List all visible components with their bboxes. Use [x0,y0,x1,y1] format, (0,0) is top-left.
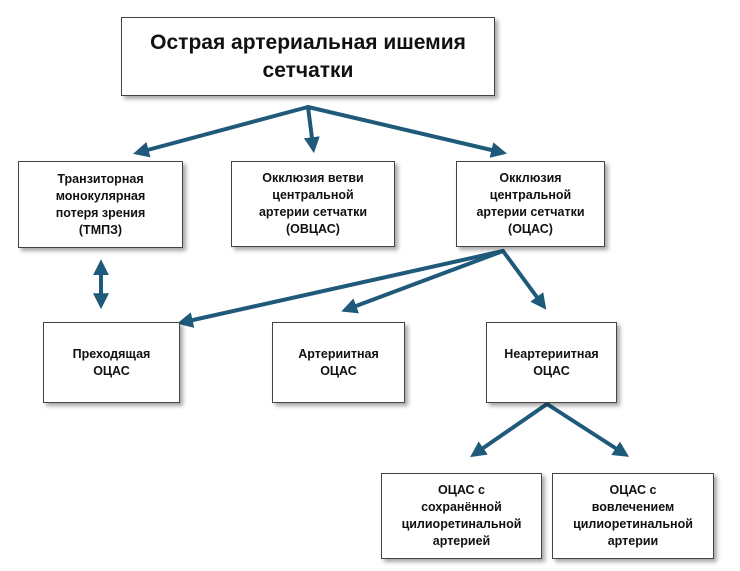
node-arteritic-ocas-label: Артериитная ОЦАС [298,346,379,378]
node-nonarteritic-ocas: Неартериитная ОЦАС [486,322,617,403]
node-ovcas-label: Окклюзия ветви центральной артерии сетча… [258,171,368,236]
arrow-root-to-tmpz [133,105,310,158]
arrow-ocas-to-nonarteritic [501,249,547,310]
node-involved-cilioretinal-label: ОЦАС с вовлечением цилиоретинальной арте… [573,483,693,548]
node-tmpz-label: Транзиторная монокулярная потеря зрения … [55,171,146,237]
arrow-root-to-ocas [306,105,508,158]
node-spared-cilioretinal: ОЦАС с сохранённой цилиоретинальной арте… [381,473,542,559]
node-ocas: Окклюзия центральной артерии сетчатки (О… [456,161,605,247]
node-nonarteritic-ocas-label: Неартериитная ОЦАС [504,346,599,378]
node-transient-ocas-label: Преходящая ОЦАС [72,346,151,378]
root-label: Острая артериальная ишемия сетчатки [150,30,466,82]
arrow-ocas-to-transient [176,249,505,328]
node-spared-cilioretinal-label: ОЦАС с сохранённой цилиоретинальной арте… [401,483,522,548]
node-ovcas: Окклюзия ветви центральной артерии сетча… [231,161,395,247]
node-involved-cilioretinal: ОЦАС с вовлечением цилиоретинальной арте… [552,473,714,559]
root-node: Острая артериальная ишемия сетчатки [121,17,495,96]
node-ocas-label: Окклюзия центральной артерии сетчатки (О… [476,171,585,236]
arrow-root-to-ovcas [303,105,320,154]
arrow-nonarteritic-to-spared [470,402,549,458]
node-arteritic-ocas: Артериитная ОЦАС [272,322,405,403]
node-transient-ocas: Преходящая ОЦАС [43,322,180,403]
arrow-ocas-to-arteritic [341,249,505,314]
node-tmpz: Транзиторная монокулярная потеря зрения … [18,161,183,248]
arrow-nonarteritic-to-involved [545,402,630,457]
